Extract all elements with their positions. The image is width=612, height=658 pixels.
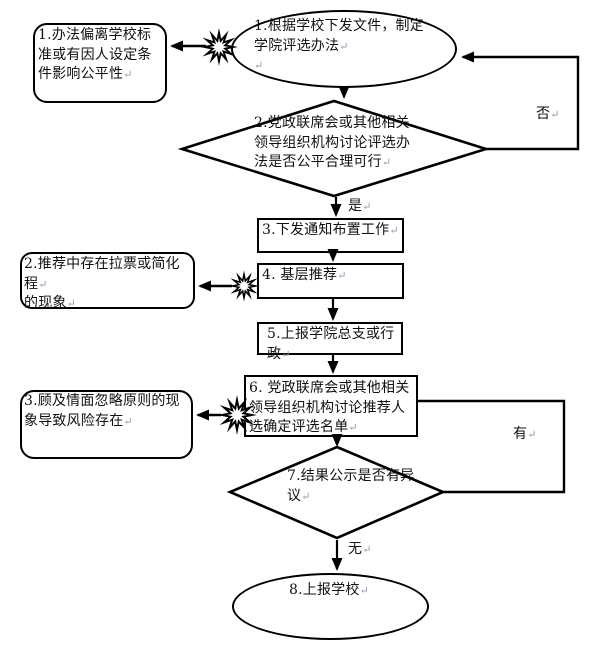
- step6-label: 6. 党政联席会或其他相关领导组织机构讨论推荐人选确定评选名单↵: [249, 380, 410, 435]
- risk-note1-box: [33, 23, 167, 103]
- risk-burst1-icon: [200, 28, 238, 66]
- edge-label-has-objection: 有↵: [513, 426, 537, 442]
- process-step4: [257, 263, 404, 299]
- process-step5: [257, 322, 403, 355]
- risk-note3-box: [20, 390, 193, 459]
- step3-label: 3.下发通知布置工作↵: [262, 222, 399, 238]
- risk-note3-label: 3.顾及情面忽略原则的现象导致风险存在↵: [24, 393, 180, 429]
- decision-step7: [226, 445, 447, 540]
- step5-label: 5.上报学院总支或行政↵: [267, 326, 395, 362]
- decision-step2: [177, 99, 491, 198]
- step1-label: 1.根据学校下发文件，制定学院评选办法↵ ↵: [254, 18, 424, 72]
- step2-label: 2.党政联席会或其他相关领导组织机构讨论评选办法是否公平合理可行↵: [254, 115, 411, 170]
- step8-label: 8.上报学校↵: [289, 582, 369, 598]
- terminator-step8: [232, 573, 429, 640]
- loop-no-arrow: [461, 51, 580, 151]
- terminator-step1: [231, 10, 457, 88]
- step7-label: 7.结果公示是否有异议↵: [287, 468, 415, 504]
- risk-note2-box: [20, 252, 195, 309]
- loop-objection-line: [417, 399, 566, 494]
- risk-note1-label: 1.办法偏离学校标准或有因人设定条件影响公平性↵: [38, 27, 152, 82]
- edge-label-no: 否↵: [536, 106, 560, 122]
- edge-label-no-objection: 无↵: [348, 541, 372, 557]
- risk-burst2-icon: [228, 270, 260, 302]
- step4-label: 4. 基层推荐↵: [262, 267, 347, 283]
- edge-label-yes: 是↵: [348, 198, 372, 214]
- risk-note2-label: 2.推荐中存在拉票或简化程↵ 的现象↵: [24, 256, 180, 311]
- process-step6: [244, 375, 418, 437]
